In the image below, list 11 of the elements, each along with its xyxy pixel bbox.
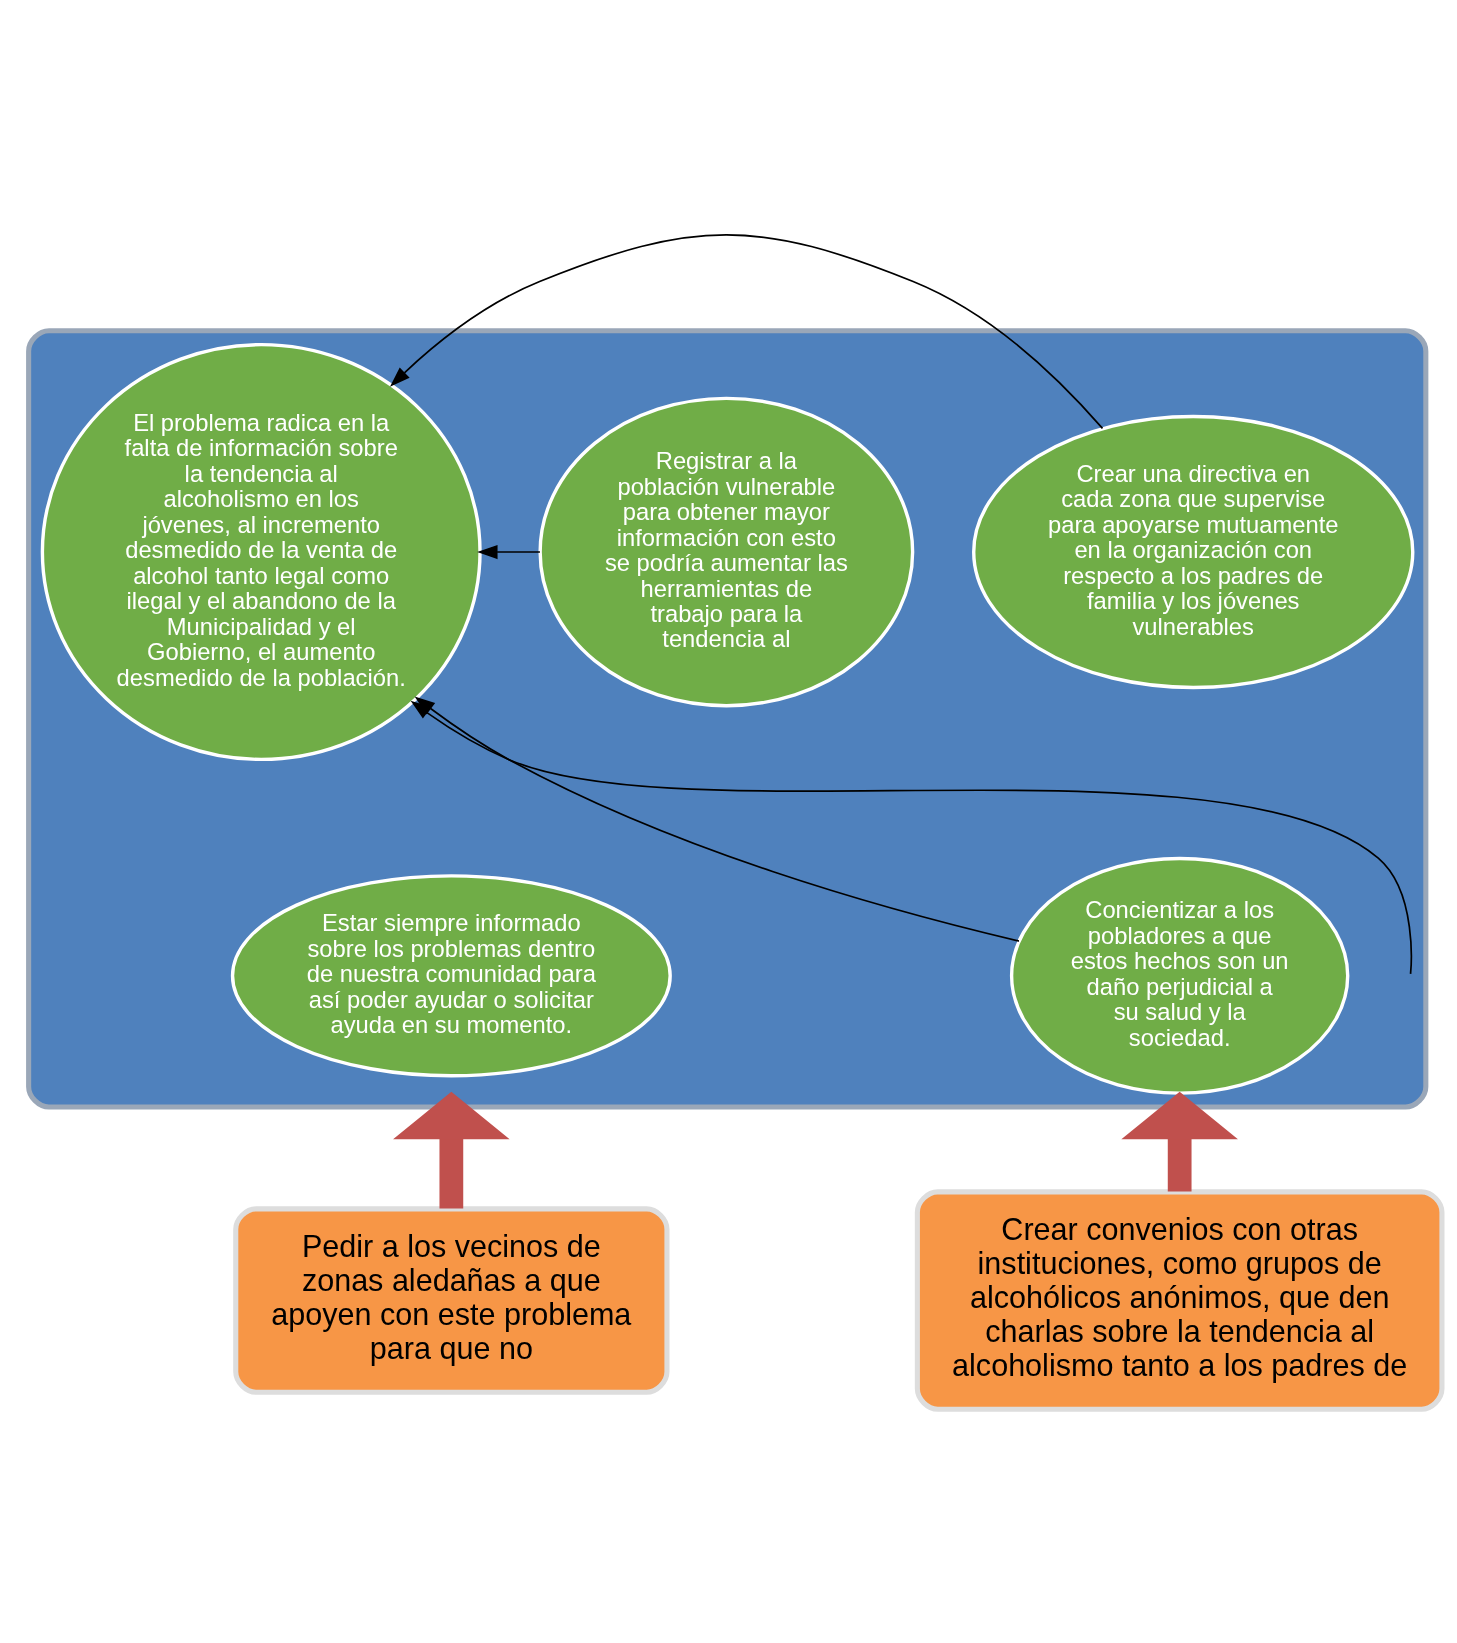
cluster — [26, 327, 1429, 1110]
node-box: Pedir a los vecinos de zonas aledañas a que apoyen con este problema para que no — [233, 1205, 670, 1395]
node-ellipse: Concientizar a los pobladores a que estos hechos son un daño perjudicial a su salud y la sociedad. — [1009, 856, 1350, 1095]
node-circle: El problema radica en la falta de información sobre la tendencia al alcoholismo en los jóvenes, al incremento desmedido de la venta de alcohol tanto legal como ilegal y el abandono de la Municipalidad y el Gobierno, el aumento desmedido de la población. — [40, 342, 482, 761]
arrow — [477, 544, 541, 559]
node-ellipse: Crear una directiva en cada zona que supervise para apoyarse mutuamente en la organización con respecto a los padres de familia y los jóvenes vulnerables — [972, 414, 1415, 689]
node-ellipse: Registrar a la población vulnerable para obtener mayor información con esto se podría aumentar las herramientas de trabajo para la tendencia al — [538, 396, 915, 707]
node-box: Crear convenios con otras instituciones, como grupos de alcohólicos anónimos, que den charlas sobre la tendencia al alcoholismo tanto a los padres de — [914, 1188, 1445, 1412]
arrow — [393, 1091, 510, 1208]
node-ellipse: Estar siempre informado sobre los problemas dentro de nuestra comunidad para así poder ayudar o solicitar ayuda en su momento. — [230, 873, 672, 1077]
arrow — [389, 233, 1104, 429]
